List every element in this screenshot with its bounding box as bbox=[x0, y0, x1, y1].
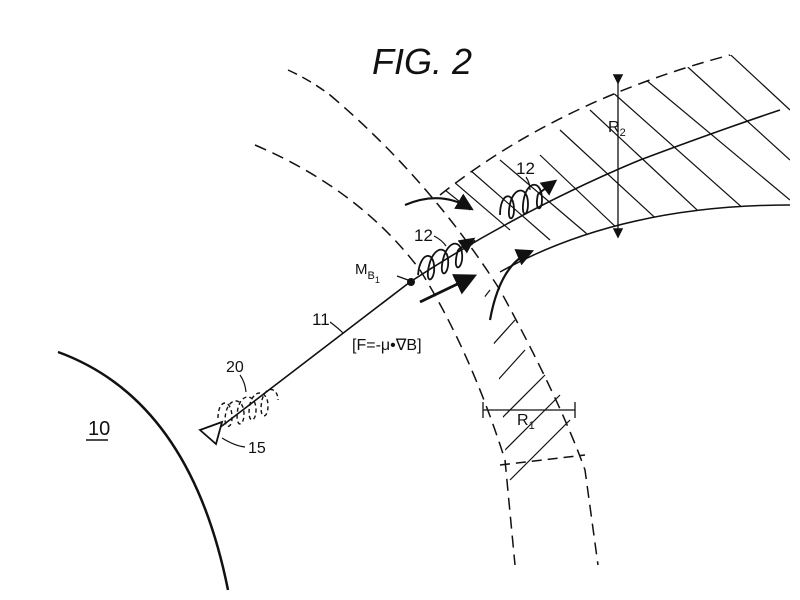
label-emitter: 15 bbox=[248, 440, 266, 457]
label-particle-origin: 20 bbox=[226, 359, 244, 376]
label-mirror-point: MB1 bbox=[355, 261, 380, 285]
field-line bbox=[213, 109, 781, 433]
emitter-device bbox=[198, 420, 224, 446]
label-r2: R2 bbox=[608, 119, 626, 139]
label-force-formula: [F=-μ•∇B] bbox=[352, 337, 422, 354]
label-r1: R1 bbox=[517, 412, 535, 432]
figure-title: FIG. 2 bbox=[372, 41, 472, 82]
particle-origin-coil: 20 bbox=[217, 359, 279, 427]
curved-arrow-bottom bbox=[488, 249, 535, 321]
label-particle-lower: 12 bbox=[414, 226, 433, 245]
force-arrow bbox=[419, 274, 478, 304]
mirror-point-dot bbox=[407, 278, 415, 286]
label-field-line: 11 bbox=[312, 310, 330, 329]
outer-radiation-belt: R2 bbox=[439, 50, 791, 273]
planet-surface bbox=[57, 350, 230, 591]
curved-arrow-top bbox=[404, 193, 474, 211]
particle-coil-upper: 12 bbox=[499, 159, 558, 220]
label-particle-upper: 12 bbox=[516, 159, 535, 178]
inner-radiation-belt: R1 bbox=[254, 69, 599, 566]
particle-coil-lower: 12 bbox=[414, 226, 476, 281]
label-planet: 10 bbox=[88, 418, 110, 440]
